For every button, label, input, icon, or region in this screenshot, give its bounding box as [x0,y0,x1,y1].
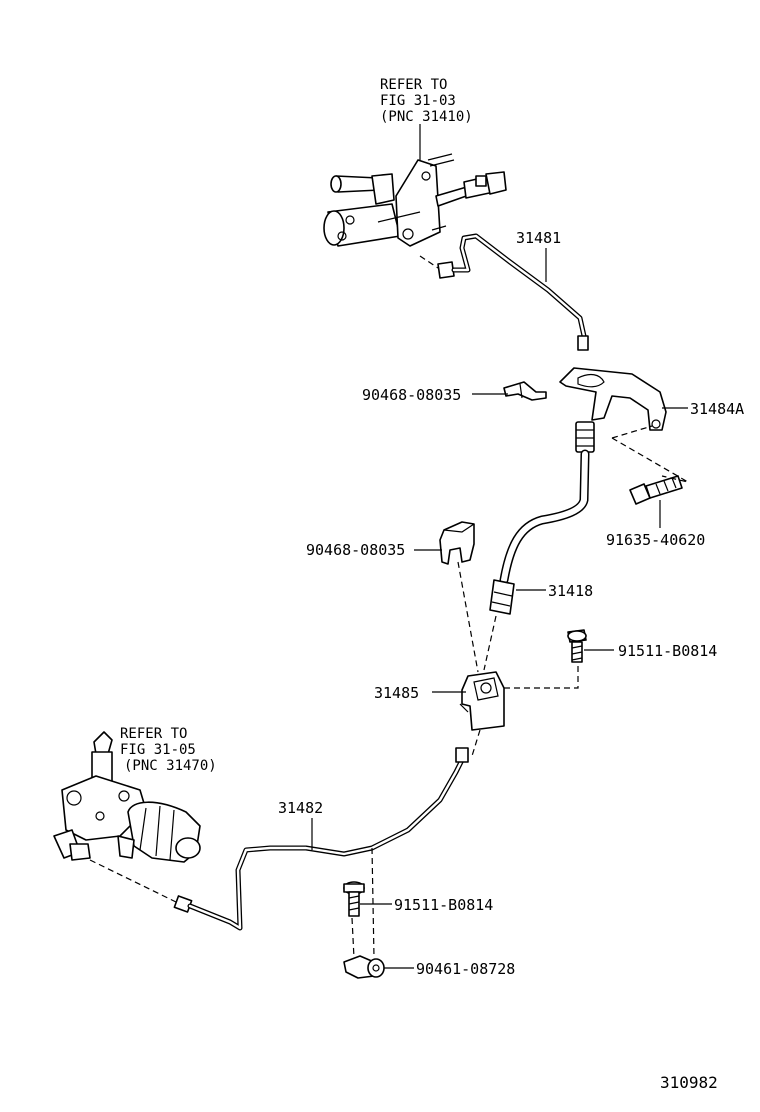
assembly-line [483,615,497,671]
clutch-release-cylinder-assembly [53,731,201,903]
label-31485: 31485 [374,684,419,702]
label-31484a: 31484A [690,400,744,418]
bracket-31485 [459,671,505,731]
label-90468-upper: 90468-08035 [362,386,461,404]
label-31481: 31481 [516,229,561,247]
assembly-line [457,561,479,673]
clip-90468-upper [503,381,547,401]
bracket-31484a [559,367,667,431]
bolt-91511-upper [567,629,587,663]
label-91511-upper: 91511-B0814 [618,642,717,660]
clip-90468-lower [439,521,475,565]
assembly-line [471,729,481,757]
bolt-91635 [611,425,689,505]
refer-note-top: REFER TO FIG 31-03 (PNC 31410) [380,77,473,125]
bolt-91511-lower [343,881,365,917]
label-91511-lower: 91511-B0814 [394,896,493,914]
pipe-31482 [173,747,469,931]
clutch-master-cylinder-assembly [323,153,507,279]
refer-note-bottom: REFER TO FIG 31-05 (PNC 31470) [120,726,217,774]
assembly-line [371,847,375,959]
pipe-31481 [451,233,589,351]
label-90461: 90461-08728 [416,960,515,978]
clamp-90461 [343,955,385,979]
assembly-line [351,917,355,959]
label-91635: 91635-40620 [606,531,705,549]
label-90468-lower: 90468-08035 [306,541,405,559]
flexible-hose-31418 [489,421,595,615]
label-31482: 31482 [278,799,323,817]
figure-code: 310982 [660,1073,718,1092]
assembly-line [504,664,579,689]
label-31418: 31418 [548,582,593,600]
